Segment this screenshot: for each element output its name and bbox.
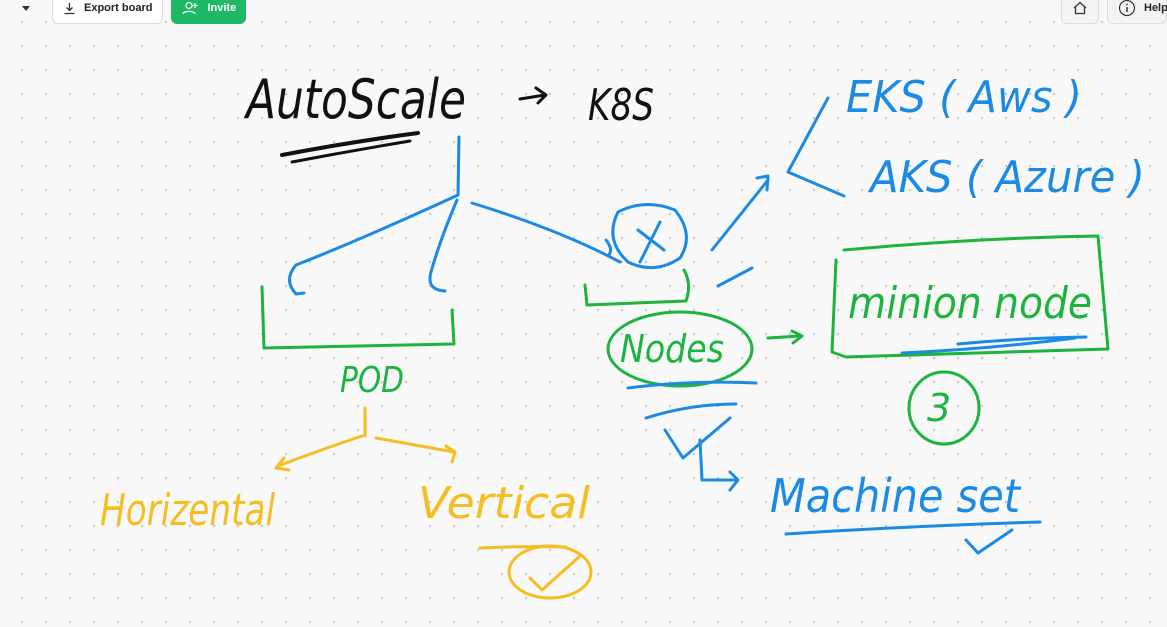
arrow-to-machineset: [698, 438, 740, 492]
minion-underline-2: [956, 335, 1088, 346]
pod-bracket: [260, 285, 456, 350]
arrow-to-clouds: [710, 174, 770, 252]
minion-count-circle: [907, 370, 981, 446]
export-board-button[interactable]: Export board: [52, 0, 164, 24]
cross-mark-icon: [636, 220, 666, 264]
minion-node-box: [830, 234, 1110, 359]
machineset-check-icon: [964, 528, 1014, 555]
title-autoscale: AutoScale: [244, 68, 466, 131]
nodes-circle: [606, 310, 754, 388]
help-button[interactable]: Help: [1107, 0, 1167, 24]
cloud-aks-label: AKS ( Azure ): [867, 152, 1145, 203]
home-icon: [1072, 1, 1088, 15]
crossed-out-circle: [611, 203, 688, 270]
vertical-circle: [507, 544, 593, 600]
branch-right-tick: [604, 238, 613, 258]
blue-tick-small: [716, 266, 754, 288]
download-icon: [63, 2, 76, 15]
arrow-to-minion: [766, 329, 804, 345]
add-user-icon: [181, 1, 199, 15]
board-menu-dropdown[interactable]: [0, 0, 44, 24]
nodes-check-icon: [663, 416, 732, 460]
branch-middle: [428, 198, 459, 293]
cloud-bracket: [786, 96, 846, 198]
home-button[interactable]: [1061, 0, 1099, 24]
arrow-to-vertical: [374, 436, 457, 464]
help-label: Help: [1144, 2, 1167, 14]
machineset-label: Machine set: [770, 469, 1022, 523]
pod-label: POD: [340, 360, 404, 401]
minion-count: 3: [927, 386, 951, 430]
nodes-underline-1: [626, 380, 758, 390]
invite-label: Invite: [207, 2, 237, 14]
invite-button[interactable]: Invite: [171, 0, 247, 24]
top-toolbar-right: Help: [1061, 0, 1167, 24]
title-underline-2: [290, 139, 412, 164]
cloud-eks-label: EKS ( Aws ): [846, 72, 1082, 123]
arrow-to-horizontal: [274, 434, 364, 472]
minion-underline-1: [900, 336, 1077, 355]
vertical-check-icon: [528, 554, 582, 592]
chevron-down-icon: [22, 6, 30, 11]
nodes-label: Nodes: [620, 327, 724, 371]
title-underline-1: [280, 131, 420, 157]
export-board-label: Export board: [84, 2, 153, 14]
machineset-underline: [784, 520, 1042, 536]
nodes-underline-2: [644, 402, 738, 420]
info-icon: [1118, 0, 1136, 17]
branch-right: [470, 201, 622, 264]
arrow-to-k8s: [518, 86, 548, 105]
branch-left: [288, 193, 460, 296]
nodes-bracket: [583, 268, 691, 307]
title-k8s: K8S: [588, 80, 654, 131]
minion-node-label: minion node: [848, 278, 1092, 329]
trunk-line: [456, 135, 461, 197]
vertical-label: Vertical: [418, 478, 591, 529]
horizontal-label: Horizental: [100, 485, 276, 536]
top-toolbar-left: Export board Invite: [0, 0, 247, 24]
